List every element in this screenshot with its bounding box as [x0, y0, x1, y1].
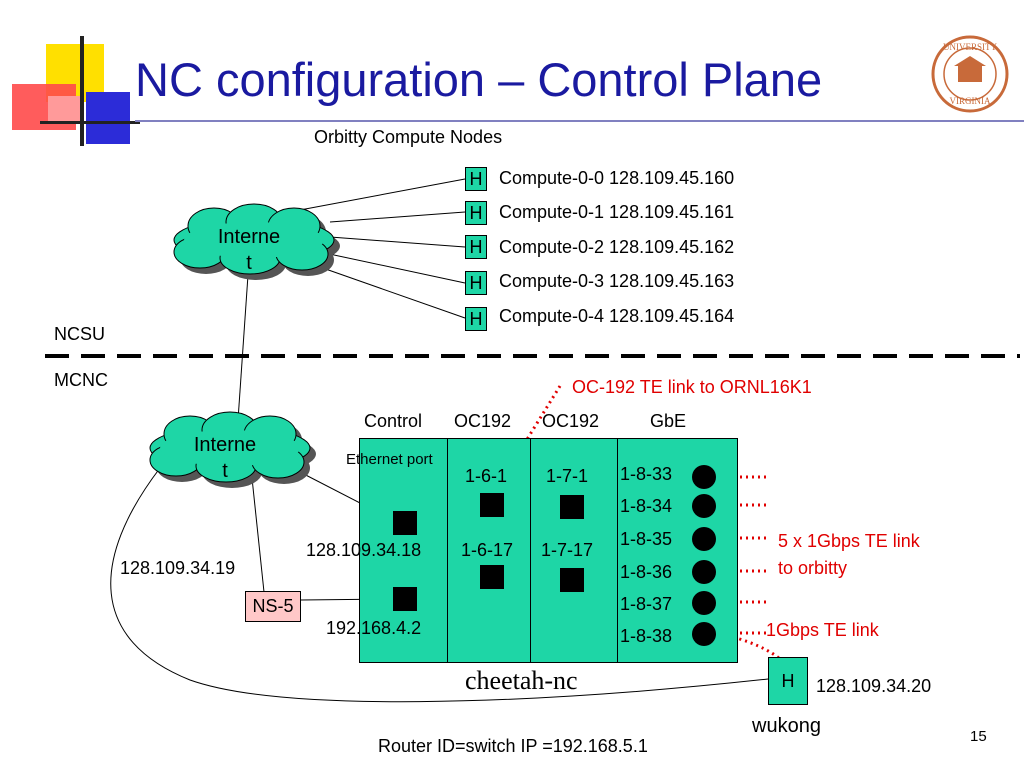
- port-1-7-17: [560, 568, 584, 592]
- wukong-name: wukong: [752, 715, 821, 737]
- gbe-port-38: [692, 622, 716, 646]
- port-label-1-7-1: 1-7-1: [546, 466, 589, 486]
- gbe-port-label-38: 1-8-38: [620, 626, 673, 646]
- region-mcnc: MCNC: [54, 370, 108, 390]
- port-label-1-7-17: 1-7-17: [541, 540, 594, 560]
- wukong-ip: 128.109.34.20: [816, 676, 932, 696]
- column-oc192-a: OC192: [454, 411, 512, 431]
- internet-bottom-line1: Interne: [193, 434, 257, 456]
- column-oc192-b: OC192: [542, 411, 600, 431]
- gbe-port-37: [692, 591, 716, 615]
- compute-node-0: Compute-0-0 128.109.45.160: [499, 168, 735, 188]
- gbe-card: [617, 438, 738, 663]
- compute-node-2: Compute-0-2 128.109.45.162: [499, 237, 735, 257]
- gbe-port-35: [692, 527, 716, 551]
- ns5-box: NS-5: [245, 591, 301, 622]
- ethernet-port-label: Ethernet port: [346, 451, 433, 468]
- gbps5-link-label-1: 5 x 1Gbps TE link: [778, 531, 920, 551]
- control-port-upper: [393, 511, 417, 535]
- page-number: 15: [970, 728, 987, 745]
- internet-top-line2: t: [246, 252, 252, 274]
- router-id: Router ID=switch IP =192.168.5.1: [378, 736, 648, 756]
- column-control: Control: [364, 411, 423, 431]
- title-underline: [135, 120, 1024, 122]
- ns5-ip: 128.109.34.19: [120, 558, 236, 578]
- internet-bottom-line2: t: [222, 460, 228, 482]
- host-box-0: H: [465, 167, 487, 191]
- gbe-port-label-34: 1-8-34: [620, 496, 673, 516]
- port-label-1-6-1: 1-6-1: [465, 466, 508, 486]
- host-box-2: H: [465, 235, 487, 259]
- gbe-port-label-33: 1-8-33: [620, 464, 673, 484]
- gbps1-link-label: 1Gbps TE link: [766, 620, 879, 640]
- control-ip-upper: 128.109.34.18: [306, 540, 422, 560]
- control-port-lower: [393, 587, 417, 611]
- wukong-host-box: H: [768, 657, 808, 705]
- host-box-4: H: [465, 307, 487, 331]
- host-box-3: H: [465, 271, 487, 295]
- port-1-6-1: [480, 493, 504, 517]
- gbe-port-label-36: 1-8-36: [620, 562, 673, 582]
- oc192-card-a: [447, 438, 531, 663]
- port-label-1-6-17: 1-6-17: [461, 540, 514, 560]
- gbps5-link-label-2: to orbitty: [778, 558, 848, 578]
- page-title: NC configuration – Control Plane: [135, 53, 823, 106]
- column-gbe: GbE: [650, 411, 687, 431]
- region-ncsu: NCSU: [54, 324, 106, 344]
- oc192-link-label: OC-192 TE link to ORNL16K1: [572, 377, 812, 397]
- internet-top-line1: Interne: [217, 226, 281, 248]
- gbe-port-label-37: 1-8-37: [620, 594, 673, 614]
- port-1-7-1: [560, 495, 584, 519]
- compute-node-1: Compute-0-1 128.109.45.161: [499, 202, 735, 222]
- gbe-port-label-35: 1-8-35: [620, 529, 673, 549]
- host-box-1: H: [465, 201, 487, 225]
- control-ip-lower: 192.168.4.2: [326, 618, 422, 638]
- gbe-port-33: [692, 465, 716, 489]
- gbe-port-34: [692, 494, 716, 518]
- compute-heading: Orbitty Compute Nodes: [314, 127, 503, 147]
- compute-node-3: Compute-0-3 128.109.45.163: [499, 271, 735, 291]
- gbe-port-36: [692, 560, 716, 584]
- port-1-6-17: [480, 565, 504, 589]
- switch-name: cheetah-nc: [465, 666, 578, 695]
- compute-node-4: Compute-0-4 128.109.45.164: [499, 306, 735, 326]
